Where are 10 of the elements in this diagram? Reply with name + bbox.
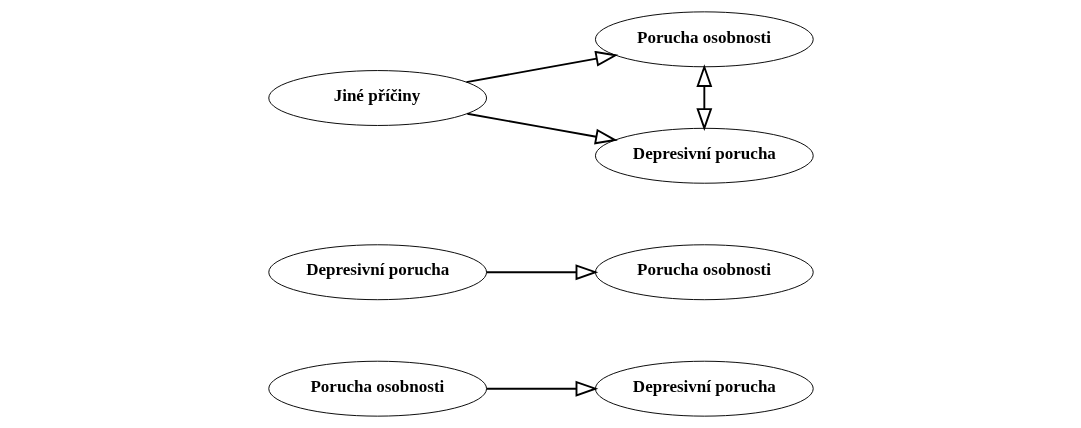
node-ellipse: Porucha osobnosti	[594, 244, 814, 301]
arrow	[485, 380, 598, 397]
arrow	[485, 264, 598, 281]
node-ellipse: Depresivní porucha	[267, 244, 487, 301]
arrow	[695, 64, 712, 131]
arrow	[465, 112, 618, 145]
node-ellipse: Depresivní porucha	[594, 360, 814, 417]
node-ellipse: Porucha osobnosti	[267, 360, 487, 417]
arrow	[465, 50, 618, 84]
node-ellipse: Jiné příčiny	[267, 70, 487, 126]
